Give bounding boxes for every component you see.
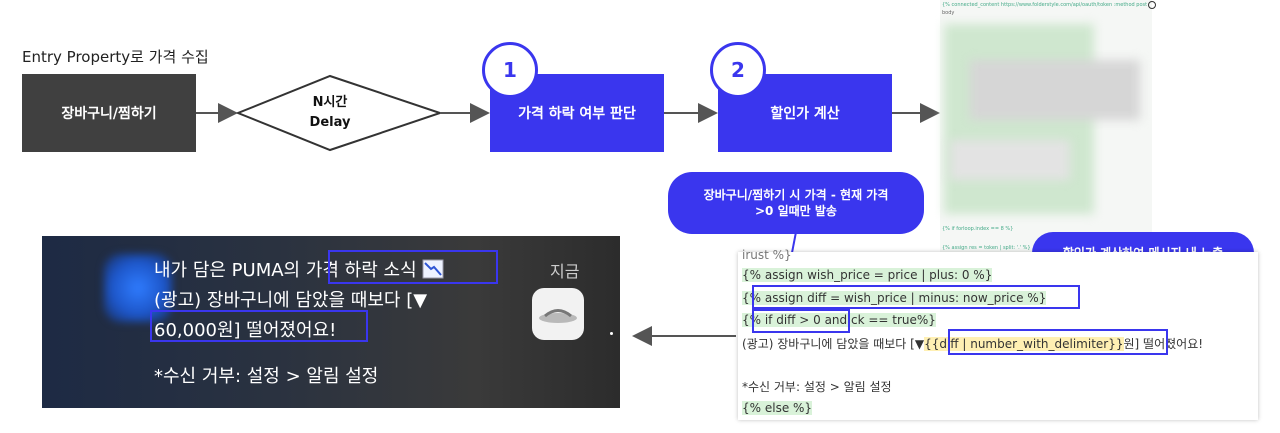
blurred-line-1: {% connected_content https://www.folders… [942,2,1148,8]
dot-indicator [610,332,613,335]
blurred-line-2: body [942,10,955,16]
code-line-optout: *수신 거부: 설정 > 알림 설정 [742,380,892,394]
notification-title-highlight: 가격 하락 소식 [305,260,417,281]
step1-label: 가격 하락 여부 판단 [518,106,636,122]
notification-title: 내가 담은 PUMA의 가격 하락 소식 [154,256,444,282]
step2-number-badge: 2 [710,42,766,98]
delay-line2: Delay [309,115,351,130]
delay-diamond-text: N시간 Delay [270,93,390,133]
blurred-code-screenshot: {% connected_content https://www.folders… [940,0,1156,260]
step2-number: 2 [731,58,745,82]
diff-line-highlight-box [752,285,1080,309]
step1-number: 1 [503,58,517,82]
diff-delimiter-highlight-box [948,329,1168,355]
notification-body-line2-rest: 떨어졌어요! [240,320,337,341]
delay-line1: N시간 [312,95,348,110]
code-line-message: (광고) 장바구니에 담았을 때보다 [▼{{diff | number_wit… [742,335,1203,352]
code-message-prefix: (광고) 장바구니에 담았을 때보다 [▼ [742,337,925,351]
code-line-if-diff-b: ck == true%} [850,313,936,327]
product-thumbnail [532,288,584,340]
condition-callout-line2: >0 일때만 발송 [755,204,837,218]
blurred-block-2 [970,60,1140,120]
code-line-if-diff-a: {% if diff > 0 and [742,313,851,327]
code-line-assign-wish-price: {% assign wish_price = price | plus: 0 %… [742,268,993,282]
step1-number-badge: 1 [482,42,538,98]
chart-down-icon [422,259,444,279]
liquid-code-snippet: irust %} {% assign wish_price = price | … [738,248,1258,420]
code-line-else: {% else %} [742,401,813,415]
blurred-line-3: {% if forloop.index == 8 %} [942,226,1014,232]
notification-body-line1: (광고) 장바구니에 담았을 때보다 [▼ [154,290,428,311]
blurred-block-3 [950,140,1070,180]
code-line-assign-diff: {% assign diff = wish_price | minus: now… [742,291,1047,305]
code-line-if-diff: {% if diff > 0 and ck == true%} [742,313,936,327]
push-notification: 내가 담은 PUMA의 가격 하락 소식 (광고) 장바구니에 담았을 때보다 … [42,236,620,408]
blurred-line-4: {% assign res = token | split: '.' %} [942,245,1031,251]
flow-caption: Entry Property로 가격 수집 [22,48,209,66]
notification-title-prefix: 내가 담은 PUMA의 [154,260,306,281]
delay-diamond [235,74,444,152]
small-circle-icon [1148,1,1156,9]
notification-time: 지금 [550,262,580,281]
condition-callout: 장바구니/찜하기 시 가격 - 현재 가격 >0 일때만 발송 [668,172,924,234]
price-highlight-box [150,310,368,342]
notification-optout: *수신 거부: 설정 > 알림 설정 [154,366,379,387]
code-line-0: irust %} [742,248,792,262]
if-condition-highlight-box [752,309,850,333]
step2-label: 할인가 계산 [770,106,840,122]
cart-wishlist-box: 장바구니/찜하기 [22,74,196,152]
cart-wishlist-label: 장바구니/찜하기 [61,106,157,122]
condition-callout-line1: 장바구니/찜하기 시 가격 - 현재 가격 [703,188,889,202]
code-message-suffix: 원] 떨어졌어요! [1123,337,1204,351]
notification-price-highlight: 60,000원] [154,320,241,341]
code-message-highlight: {{diff | number_with_delimiter}} [924,337,1124,351]
sandal-icon [539,309,577,323]
title-highlight-box [328,250,498,284]
notification-body-line2: 60,000원] 떨어졌어요! [154,316,336,342]
